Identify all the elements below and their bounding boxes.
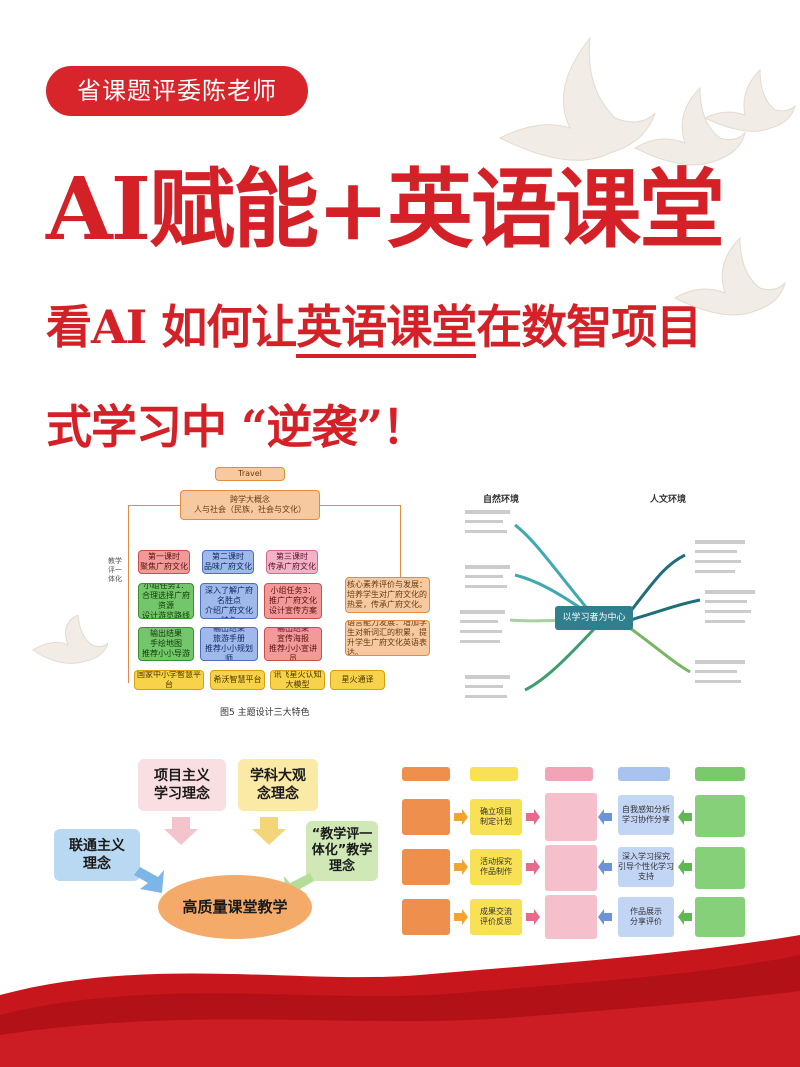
- concept-box-connectivism: 联通主义 理念: [54, 829, 140, 881]
- flow-task-2: 小组任务2： 深入了解广府名胜点 介绍广府文化特色: [200, 583, 258, 619]
- flow-note-2: 语言能力发展：增加学生对新词汇的积累，提升学生广府文化英语表达。: [345, 620, 430, 656]
- concept-box-subject: 学科大观 念理念: [238, 759, 318, 811]
- flow-task-1: 小组任务1： 合理选择广府资源 设计游览路线: [138, 583, 194, 619]
- process-row2-col4: 深入学习探究 引导个性化学习支持: [618, 847, 674, 887]
- process-row3-col4: 作品展示 分享评价: [618, 897, 674, 937]
- flow-platform-3: 讯飞星火认知大模型: [270, 670, 325, 690]
- process-row2-col2: 活动探究 作品制作: [470, 849, 522, 885]
- process-row3-col1: [402, 899, 450, 935]
- dove-decoration-icon: [498, 36, 796, 316]
- flow-note-1: 核心素养评价与发展：培养学生对广府文化的热爱，传承广府文化。: [345, 577, 430, 613]
- mindmap-right-title: 人文环境: [650, 495, 687, 505]
- headline: AI赋能+英语课堂: [46, 159, 725, 260]
- process-row1-col2: 确立项目 制定计划: [470, 799, 522, 835]
- concept-diagram: 项目主义 学习理念 学科大观 念理念 联通主义 理念 “教学评一 体化”教学 理…: [40, 755, 385, 950]
- flowchart-figure: Travel 跨学大概念 人与社会（民族，社会与文化） 教学评一体化 第一课时 …: [108, 465, 440, 720]
- flow-big-idea-box: 跨学大概念 人与社会（民族，社会与文化）: [180, 490, 320, 520]
- concept-box-teach-eval: “教学评一 体化”教学 理念: [306, 821, 378, 881]
- process-row1-col3: [545, 793, 597, 841]
- mindmap-figure: 自然环境 人文环境 以学习者为中心: [455, 480, 775, 720]
- process-header-4: [618, 767, 670, 781]
- process-arrows: [454, 809, 692, 925]
- flow-output-1: 输出结果 手绘地图 推荐小小导游: [138, 627, 194, 661]
- process-row3-col5: [695, 897, 745, 937]
- mindmap-branches: [460, 510, 755, 698]
- author-badge: 省课题评委陈老师: [46, 66, 308, 116]
- process-row2-col5: [695, 847, 745, 889]
- flow-left-line: [128, 505, 129, 683]
- flow-output-3: 输出结果 宣传海报 推荐小小宣讲员: [264, 627, 322, 661]
- process-row1-col5: [695, 795, 745, 837]
- process-row1-col1: [402, 799, 450, 835]
- process-row2-col3: [545, 845, 597, 891]
- process-header-5: [695, 767, 745, 781]
- process-diagram: 确立项目 制定计划 自我感知分析 学习协作分享 活动探究 作品制作 深入学习探究…: [400, 765, 750, 940]
- subtitle-line-2: 式学习中 “逆袭”！: [46, 400, 428, 454]
- flow-top-line: [128, 505, 180, 506]
- process-header-3: [545, 767, 593, 781]
- process-header-1: [402, 767, 450, 781]
- subtitle-line-1: 看AI 如何让英语课堂在数智项目: [46, 292, 702, 362]
- subtitle-underlined: 英语课堂: [296, 300, 477, 358]
- process-header-2: [470, 767, 518, 781]
- flow-output-2: 输出结果 旅游手册 推荐小小规划师: [200, 627, 258, 661]
- flow-lesson-3: 第三课时 传承广府文化: [266, 550, 318, 574]
- subtitle-part-2: 在数智项目: [476, 300, 702, 354]
- red-ribbon-decoration: [0, 935, 800, 1067]
- concept-box-project: 项目主义 学习理念: [138, 759, 226, 811]
- flow-caption: 图5 主题设计三大特色: [220, 708, 310, 718]
- flow-right-top-line: [320, 505, 400, 506]
- subtitle-part-1: 看AI 如何让: [46, 300, 297, 354]
- process-row2-col1: [402, 849, 450, 885]
- mindmap-left-title: 自然环境: [483, 495, 520, 505]
- process-row1-col4: 自我感知分析 学习协作分享: [618, 795, 674, 835]
- flow-platform-4: 星火通译: [330, 670, 385, 690]
- process-row3-col2: 成果交流 评价反思: [470, 899, 522, 935]
- flow-big-idea-title: 跨学大概念: [230, 495, 270, 504]
- flow-task-3: 小组任务3： 推广广府文化 设计宣传方案: [264, 583, 322, 619]
- flow-platform-1: 国家中小学智慧平台: [134, 670, 204, 690]
- flow-top-box: Travel: [215, 467, 285, 481]
- flow-lesson-2: 第二课时 品味广府文化: [202, 550, 254, 574]
- mindmap-center-node: 以学习者为中心: [555, 606, 633, 630]
- flow-lesson-1: 第一课时 聚焦广府文化: [138, 550, 190, 574]
- flow-right-line: [400, 505, 401, 585]
- flow-platform-2: 希沃智慧平台: [210, 670, 265, 690]
- flow-big-idea-sub: 人与社会（民族，社会与文化）: [194, 505, 306, 514]
- dove-left-icon: [32, 615, 108, 664]
- process-row3-col3: [545, 895, 597, 939]
- flow-side-label: 教学评一体化: [108, 557, 122, 583]
- concept-center: 高质量课堂教学: [158, 875, 312, 939]
